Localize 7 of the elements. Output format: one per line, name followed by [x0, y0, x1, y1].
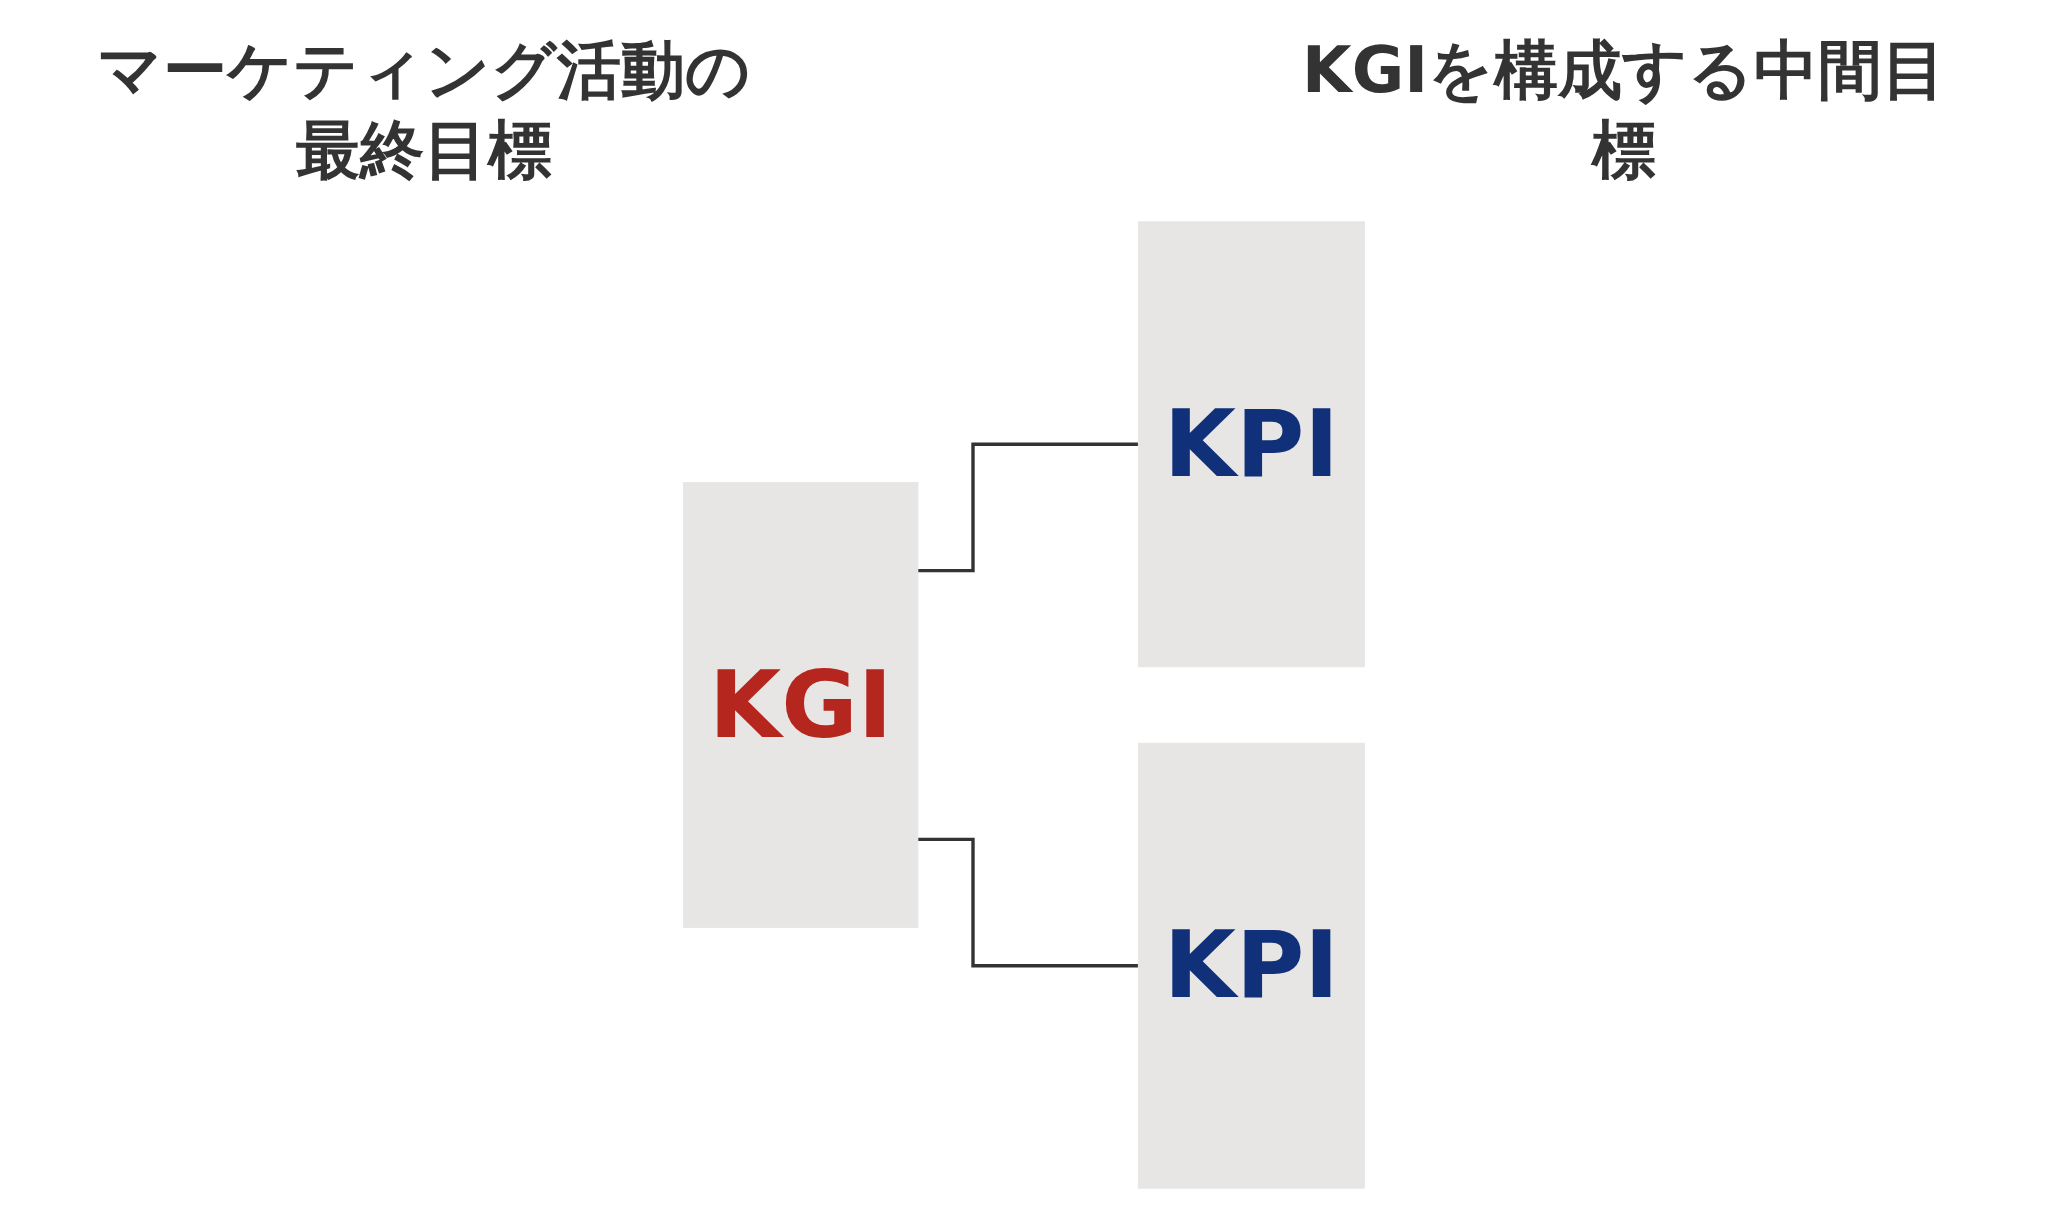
node-box: KPI	[1137, 221, 1365, 668]
connector	[917, 442, 1139, 573]
node-box: KPI	[1137, 742, 1365, 1189]
heading-text: マーケティング活動の最終目標	[96, 32, 752, 189]
heading-text: KGIを構成する中間目標	[1301, 32, 1947, 189]
node-box: KGI	[683, 482, 919, 928]
connector	[917, 837, 1139, 968]
